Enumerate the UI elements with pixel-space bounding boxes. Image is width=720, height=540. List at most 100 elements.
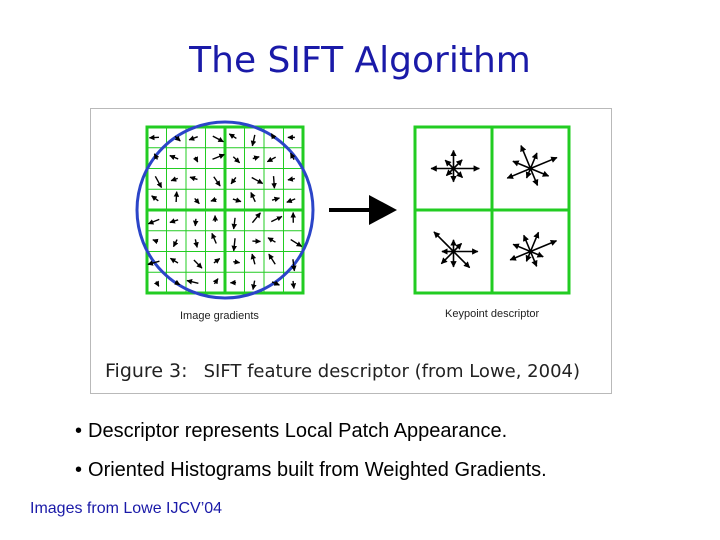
arrow-mark (213, 176, 221, 187)
arrow-mark (193, 197, 200, 205)
arrow-mark (509, 250, 531, 261)
arrow-mark (147, 218, 160, 225)
arrow-mark (433, 231, 455, 253)
arrow-mark (452, 250, 471, 269)
arrow-mark (520, 145, 532, 169)
arrow-mark (186, 279, 199, 285)
arrow-mark (231, 217, 238, 230)
arrow-mark (233, 259, 241, 265)
arrow-mark (231, 238, 238, 252)
arrow-mark (530, 156, 558, 170)
arrow-mark (251, 280, 257, 291)
arrow-mark (452, 242, 463, 253)
arrow-mark (228, 133, 237, 140)
image-gradients-grid (135, 120, 315, 300)
arrow-mark (270, 215, 283, 223)
arrow-mark (251, 176, 264, 185)
arrow-mark (173, 191, 180, 203)
arrow-mark (271, 176, 277, 189)
arrow-mark (152, 238, 159, 245)
arrow-mark (530, 239, 558, 253)
arrow-mark (270, 133, 277, 140)
arrow-mark (290, 259, 297, 272)
arrow-mark (250, 134, 257, 147)
arrow-mark (189, 175, 198, 182)
bullet-dot: • (75, 420, 83, 442)
sift-figure: Image gradients Keypoint descriptor Figu… (90, 108, 612, 394)
arrow-mark (169, 218, 179, 224)
image-gradients-label: Image gradients (180, 310, 259, 322)
arrow-mark (172, 239, 179, 248)
arrow-mark (212, 278, 219, 285)
arrow-mark (529, 168, 539, 186)
arrow-mark (512, 160, 531, 170)
arrow-mark (232, 156, 241, 164)
svg-text:Figure 3: SIFT feature d: Figure 3: SIFT feature descriptor (from … (105, 360, 580, 382)
arrow-mark (212, 135, 224, 143)
arrow-mark (529, 152, 538, 169)
arrow-mark (169, 154, 179, 161)
arrow-mark (452, 159, 463, 170)
arrow-mark (153, 280, 160, 287)
bullet-1: •Descriptor represents Local Patch Appea… (75, 420, 507, 443)
arrow-mark (506, 167, 531, 179)
arrow-mark (169, 257, 179, 264)
arrow-mark (512, 243, 531, 253)
gradient-arrows (147, 133, 303, 291)
sift-diagram: Image gradients Keypoint descriptor Figu… (105, 120, 580, 382)
arrow-mark (211, 232, 217, 244)
arrow-mark (266, 156, 277, 163)
arrow-mark (523, 234, 532, 252)
arrow-mark (525, 251, 532, 262)
arrow-mark (271, 196, 281, 203)
figure-caption-text: SIFT feature descriptor (from Lowe, 2004… (204, 361, 580, 382)
arrow-mark (271, 280, 280, 286)
arrow-mark (252, 155, 260, 161)
arrow-mark (290, 280, 297, 289)
bullet-dot: • (75, 459, 83, 481)
arrow-mark (287, 176, 295, 182)
arrow-mark (174, 135, 181, 142)
arrow-mark (153, 153, 160, 160)
arrow-mark (440, 250, 455, 265)
arrow-mark (232, 197, 242, 203)
arrow-mark (452, 167, 464, 179)
keypoint-descriptor-label: Keypoint descriptor (445, 308, 539, 320)
arrow-mark (268, 253, 276, 265)
arrow-mark (251, 212, 261, 224)
arrow-mark (193, 259, 203, 269)
bullet-1-text: Descriptor represents Local Patch Appear… (88, 420, 508, 442)
arrow-mark (210, 196, 217, 203)
arrow-mark (530, 250, 544, 258)
arrow-mark (250, 191, 256, 203)
arrow-mark (530, 167, 550, 177)
arrow-mark (154, 175, 163, 189)
slide-title: The SIFT Algorithm (189, 40, 531, 81)
arrow-mark (525, 168, 532, 179)
arrow-mark (213, 257, 221, 264)
arrow-mark (148, 134, 159, 141)
arrow-mark (193, 239, 199, 248)
arrow-mark (230, 177, 237, 185)
arrow-mark (289, 152, 296, 160)
arrow-mark (212, 153, 225, 160)
arrow-mark (188, 135, 198, 141)
arrow-mark (174, 279, 181, 286)
figure-caption-prefix: Figure 3: (105, 360, 188, 382)
arrow-mark (286, 197, 296, 203)
arrow-mark (267, 237, 276, 243)
arrow-mark (290, 238, 303, 248)
bullet-2-text: Oriented Histograms built from Weighted … (88, 459, 547, 481)
arrow-mark (250, 253, 257, 265)
arrow-mark (192, 156, 199, 163)
gaussian-window-circle (135, 120, 315, 300)
image-credit: Images from Lowe IJCV’04 (30, 500, 223, 517)
arrow-mark (444, 159, 455, 170)
arrow-mark (192, 218, 199, 227)
arrow-mark (529, 251, 538, 267)
arrow-mark (170, 176, 179, 182)
arrow-mark (147, 260, 160, 266)
bullet-2: •Oriented Histograms built from Weighted… (75, 459, 547, 482)
arrow-mark (529, 231, 540, 252)
arrow-mark (445, 167, 455, 177)
